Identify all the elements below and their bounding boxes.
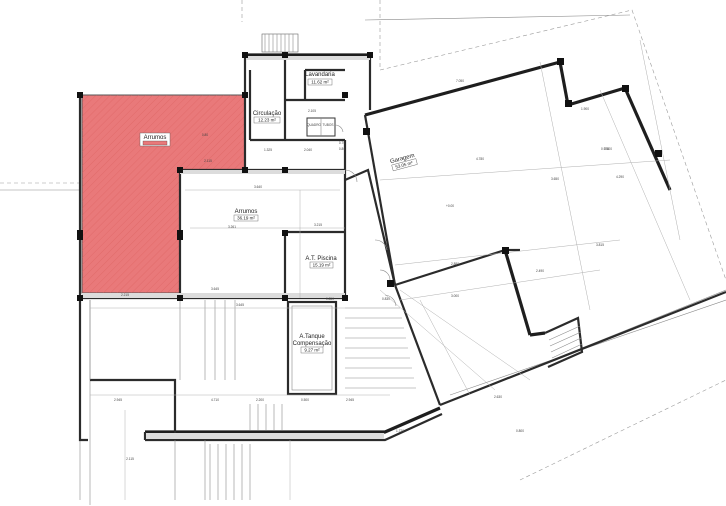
- dim-label: 3.640: [254, 185, 262, 189]
- dim-label: 2.945: [114, 398, 122, 402]
- arrumos-red-dim: 0.80: [202, 133, 208, 137]
- dim-label: 3.645: [211, 287, 219, 291]
- arrumos-name: Arrumos: [235, 209, 258, 215]
- dim-label: 0.970: [601, 147, 609, 151]
- utility-labels: QUADRO TUBOS: [307, 123, 333, 127]
- garagem-area: 53.05 m²: [395, 160, 414, 170]
- room-arrumos[interactable]: Arrumos 36.19 m²: [233, 209, 259, 222]
- dim-label: 3.000: [451, 294, 459, 298]
- doors: [334, 124, 397, 307]
- dim-label: 0.80: [339, 147, 345, 151]
- dim-label: 0.70: [339, 141, 345, 145]
- dim-label: 2.115: [126, 457, 134, 461]
- dim-label: 3.645: [236, 303, 244, 307]
- room-lavandaria[interactable]: Lavandaria 11.62 m²: [305, 72, 336, 86]
- quadro-label: QUADRO: [307, 123, 322, 127]
- room-piscina[interactable]: A.T. Piscina 15.19 m²: [305, 256, 337, 269]
- dim-label: 1.720: [396, 429, 404, 433]
- arrumos-red-name: Arrumos: [144, 135, 167, 141]
- tanque-name-1: A.Tanque: [299, 334, 325, 340]
- dim-label: 4.780: [476, 157, 484, 161]
- dim-label: 3.600: [604, 147, 612, 151]
- level-marker: +0.00: [446, 204, 454, 208]
- level-label: +0.00: [446, 204, 454, 208]
- dim-label: 0.830: [382, 297, 390, 301]
- dim-label: 0.800: [516, 429, 524, 433]
- dimension-lines: [90, 39, 691, 500]
- dim-label: 7.050: [456, 79, 464, 83]
- room-garagem[interactable]: Garagem 53.05 m²: [390, 153, 418, 172]
- dim-label: 2.040: [304, 148, 312, 152]
- lavandaria-area: 11.62 m²: [311, 80, 329, 85]
- tubos-label: TUBOS: [323, 123, 334, 127]
- circulacao-area: 12.23 m²: [258, 118, 276, 123]
- piscina-name: A.T. Piscina: [305, 256, 337, 262]
- dim-label: 0.850: [326, 297, 334, 301]
- room-tanque[interactable]: A.Tanque Compensação 9.27 m²: [293, 334, 332, 354]
- dim-label: 3.650: [551, 177, 559, 181]
- dim-label: 1.325: [264, 148, 272, 152]
- piscina-area: 15.19 m²: [313, 263, 331, 268]
- lower-steps: [204, 300, 584, 500]
- dim-label: 2.945: [346, 398, 354, 402]
- tanque-area: 9.27 m²: [304, 348, 320, 353]
- lavandaria-name: Lavandaria: [305, 72, 335, 78]
- entrance-stairs: [261, 33, 299, 53]
- dim-label: 2.105: [308, 109, 316, 113]
- room-circulacao[interactable]: Circulação 12.23 m²: [253, 111, 282, 124]
- dimension-labels: 2.115 1.325 2.040 2.105 0.70 0.80 3.640 …: [114, 79, 624, 461]
- tanque-name-2: Compensação: [293, 341, 332, 347]
- room-arrumos-highlighted[interactable]: Arrumos 0.80: [81, 94, 246, 294]
- dim-label: 0.500: [301, 398, 309, 402]
- dim-label: 4.290: [616, 175, 624, 179]
- dim-label: 3.215: [314, 223, 322, 227]
- dim-label: 2.880: [451, 262, 459, 266]
- pillars: [77, 52, 662, 301]
- dim-label: 2.115: [204, 159, 212, 163]
- circulacao-name: Circulação: [253, 111, 282, 117]
- dim-label: 2.630: [494, 395, 502, 399]
- dim-label: 2.215: [121, 293, 129, 297]
- dim-label: 2.490: [536, 269, 544, 273]
- dim-label: 4.710: [211, 398, 219, 402]
- dim-label: 3.815: [596, 243, 604, 247]
- dim-label: 2.200: [256, 398, 264, 402]
- wall-hatching: [82, 56, 384, 439]
- dim-label: 3.261: [228, 225, 236, 229]
- dim-label: 1.900: [581, 107, 589, 111]
- arrumos-area: 36.19 m²: [237, 216, 255, 221]
